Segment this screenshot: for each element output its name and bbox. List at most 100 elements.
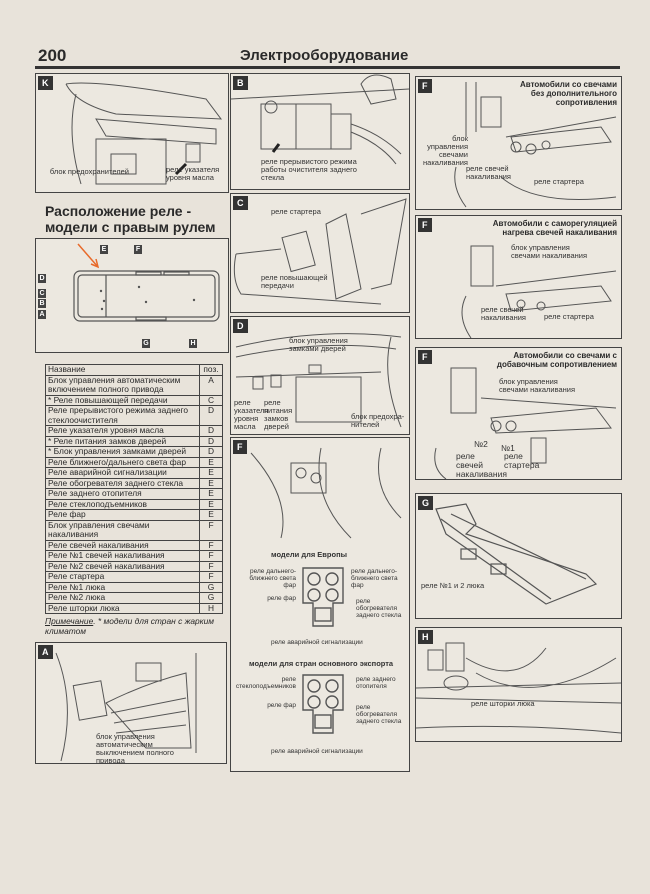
figure-f1-drawing xyxy=(454,82,617,208)
figure-tag: D xyxy=(233,319,248,333)
figure-f-drawing xyxy=(250,447,402,734)
figure-f-relay-box: F модели для Европы реле дальнего-ближне… xyxy=(230,437,410,772)
cell-name: Реле фар xyxy=(45,509,200,521)
label: блок управления замками дверей xyxy=(289,336,348,353)
figure-b-drawing xyxy=(231,74,409,165)
vehicle-layout-diagram: E F D C B A G H xyxy=(35,238,229,353)
figure-c: C реле стартера реле повышающей передачи xyxy=(230,193,410,313)
figure-k-drawing xyxy=(65,82,223,185)
label: реле повышающей передачи xyxy=(261,273,328,290)
label: реле стартера xyxy=(271,207,321,216)
cell-position: E xyxy=(199,456,223,468)
cell-name: Реле обогревателя заднего стекла xyxy=(45,477,200,489)
label: реле заднего отопителя xyxy=(356,676,396,690)
vehicle-outline xyxy=(73,243,220,322)
figure-k: K блок предохранителей реле указателя ур… xyxy=(35,73,229,193)
label: блок предохранителей xyxy=(49,167,129,176)
cell-position: E xyxy=(199,498,223,510)
label: реле стартера xyxy=(534,177,584,186)
cell-name: Реле заднего отопителя xyxy=(45,488,200,500)
cell-position: C xyxy=(199,394,223,406)
section-heading: Расположение реле - модели с правым руле… xyxy=(45,203,216,235)
figure-title: Автомобили со свечами без дополнительног… xyxy=(520,80,617,107)
page-number: 200 xyxy=(38,46,67,65)
label: реле свечей накаливания xyxy=(466,164,511,181)
cell-name: Реле свечей накаливания xyxy=(45,539,200,551)
relay-table: Название поз. Блок управления автоматиче… xyxy=(45,364,223,614)
cell-name: Реле №1 свечей накаливания xyxy=(45,550,200,562)
marker-c: C xyxy=(38,289,46,298)
cell-name: Реле стеклоподъемников xyxy=(45,498,200,510)
cell-position: E xyxy=(199,477,223,489)
label: реле свечей накаливания xyxy=(481,305,526,322)
figure-h: H реле шторки люка xyxy=(415,627,622,742)
cell-position: D xyxy=(199,425,223,437)
cell-name: Реле стартера xyxy=(45,571,200,583)
cell-position: D xyxy=(199,435,223,447)
figure-tag: F xyxy=(418,350,432,364)
figure-f2-drawing xyxy=(461,245,617,338)
figure-title: Автомобили со свечами с добавочным сопро… xyxy=(496,351,617,369)
cell-position: E xyxy=(199,509,223,521)
note-text: . * модели для стран с жарким климатом xyxy=(45,616,215,636)
figure-f3: F Автомобили со свечами с добавочным соп… xyxy=(415,347,622,480)
label: блок управления свечами накаливания xyxy=(499,377,576,394)
label: блок управления автоматическим выключени… xyxy=(96,732,174,764)
cell-name: * Реле питания замков дверей xyxy=(45,435,200,447)
cell-position: E xyxy=(199,488,223,500)
figure-a-drawing xyxy=(55,652,197,762)
marker-g: G xyxy=(142,339,150,348)
figure-b: B реле прерывистого режима работы очисти… xyxy=(230,73,410,190)
marker-a: A xyxy=(38,310,46,319)
cell-name: * Блок управления замками дверей xyxy=(45,446,200,458)
table-row: Реле прерывистого режима заднего стеклоо… xyxy=(45,405,223,426)
label: реле обогревателя заднего стекла xyxy=(356,704,402,725)
label: реле стартера xyxy=(504,451,540,470)
marker-h: H xyxy=(189,339,197,348)
figure-tag: F xyxy=(233,440,247,454)
label: блок управления свечами накаливания xyxy=(423,134,468,167)
label: реле стеклоподъемников xyxy=(235,676,296,690)
cell-position: G xyxy=(199,592,223,604)
cell-name: Реле ближнего/дальнего света фар xyxy=(45,456,200,468)
cell-name: Блок управления свечами накаливания xyxy=(45,519,200,541)
note-label: Примечание xyxy=(45,616,94,626)
figure-title: Автомобили с саморегуляцией нагрева свеч… xyxy=(492,219,617,237)
cell-name: * Реле повышающей передачи xyxy=(45,394,200,406)
label: реле фар xyxy=(267,702,296,709)
label: №2 xyxy=(474,439,488,449)
label: реле фар xyxy=(267,595,296,602)
cell-name: Реле прерывистого режима заднего стеклоо… xyxy=(45,405,200,426)
figure-f3-drawing xyxy=(434,367,617,479)
label: блок управления свечами накаливания xyxy=(511,243,588,260)
label: реле шторки люка xyxy=(471,699,535,708)
table-row: Блок управления автоматическим включение… xyxy=(45,374,223,396)
label: реле указателя уровня масла xyxy=(234,398,269,431)
figure-c-drawing xyxy=(233,198,407,305)
figure-tag: H xyxy=(418,630,433,644)
cell-name: Блок управления автоматическим включение… xyxy=(45,374,200,396)
marker-b: B xyxy=(38,299,46,308)
figure-d: D блок управления замками дверей реле ук… xyxy=(230,316,410,435)
marker-f: F xyxy=(134,245,142,254)
cell-position: G xyxy=(199,581,223,593)
cell-position: A xyxy=(199,374,223,396)
cell-name: Реле указателя уровня масла xyxy=(45,425,200,437)
cell-position: F xyxy=(199,571,223,583)
figure-g-drawing xyxy=(435,503,598,605)
cell-position: F xyxy=(199,539,223,551)
cell-name: Реле №2 люка xyxy=(45,592,200,604)
cell-name: Реле №1 люка xyxy=(45,581,200,593)
label: реле питания замков дверей xyxy=(264,398,293,431)
figure-h-drawing xyxy=(416,642,621,734)
